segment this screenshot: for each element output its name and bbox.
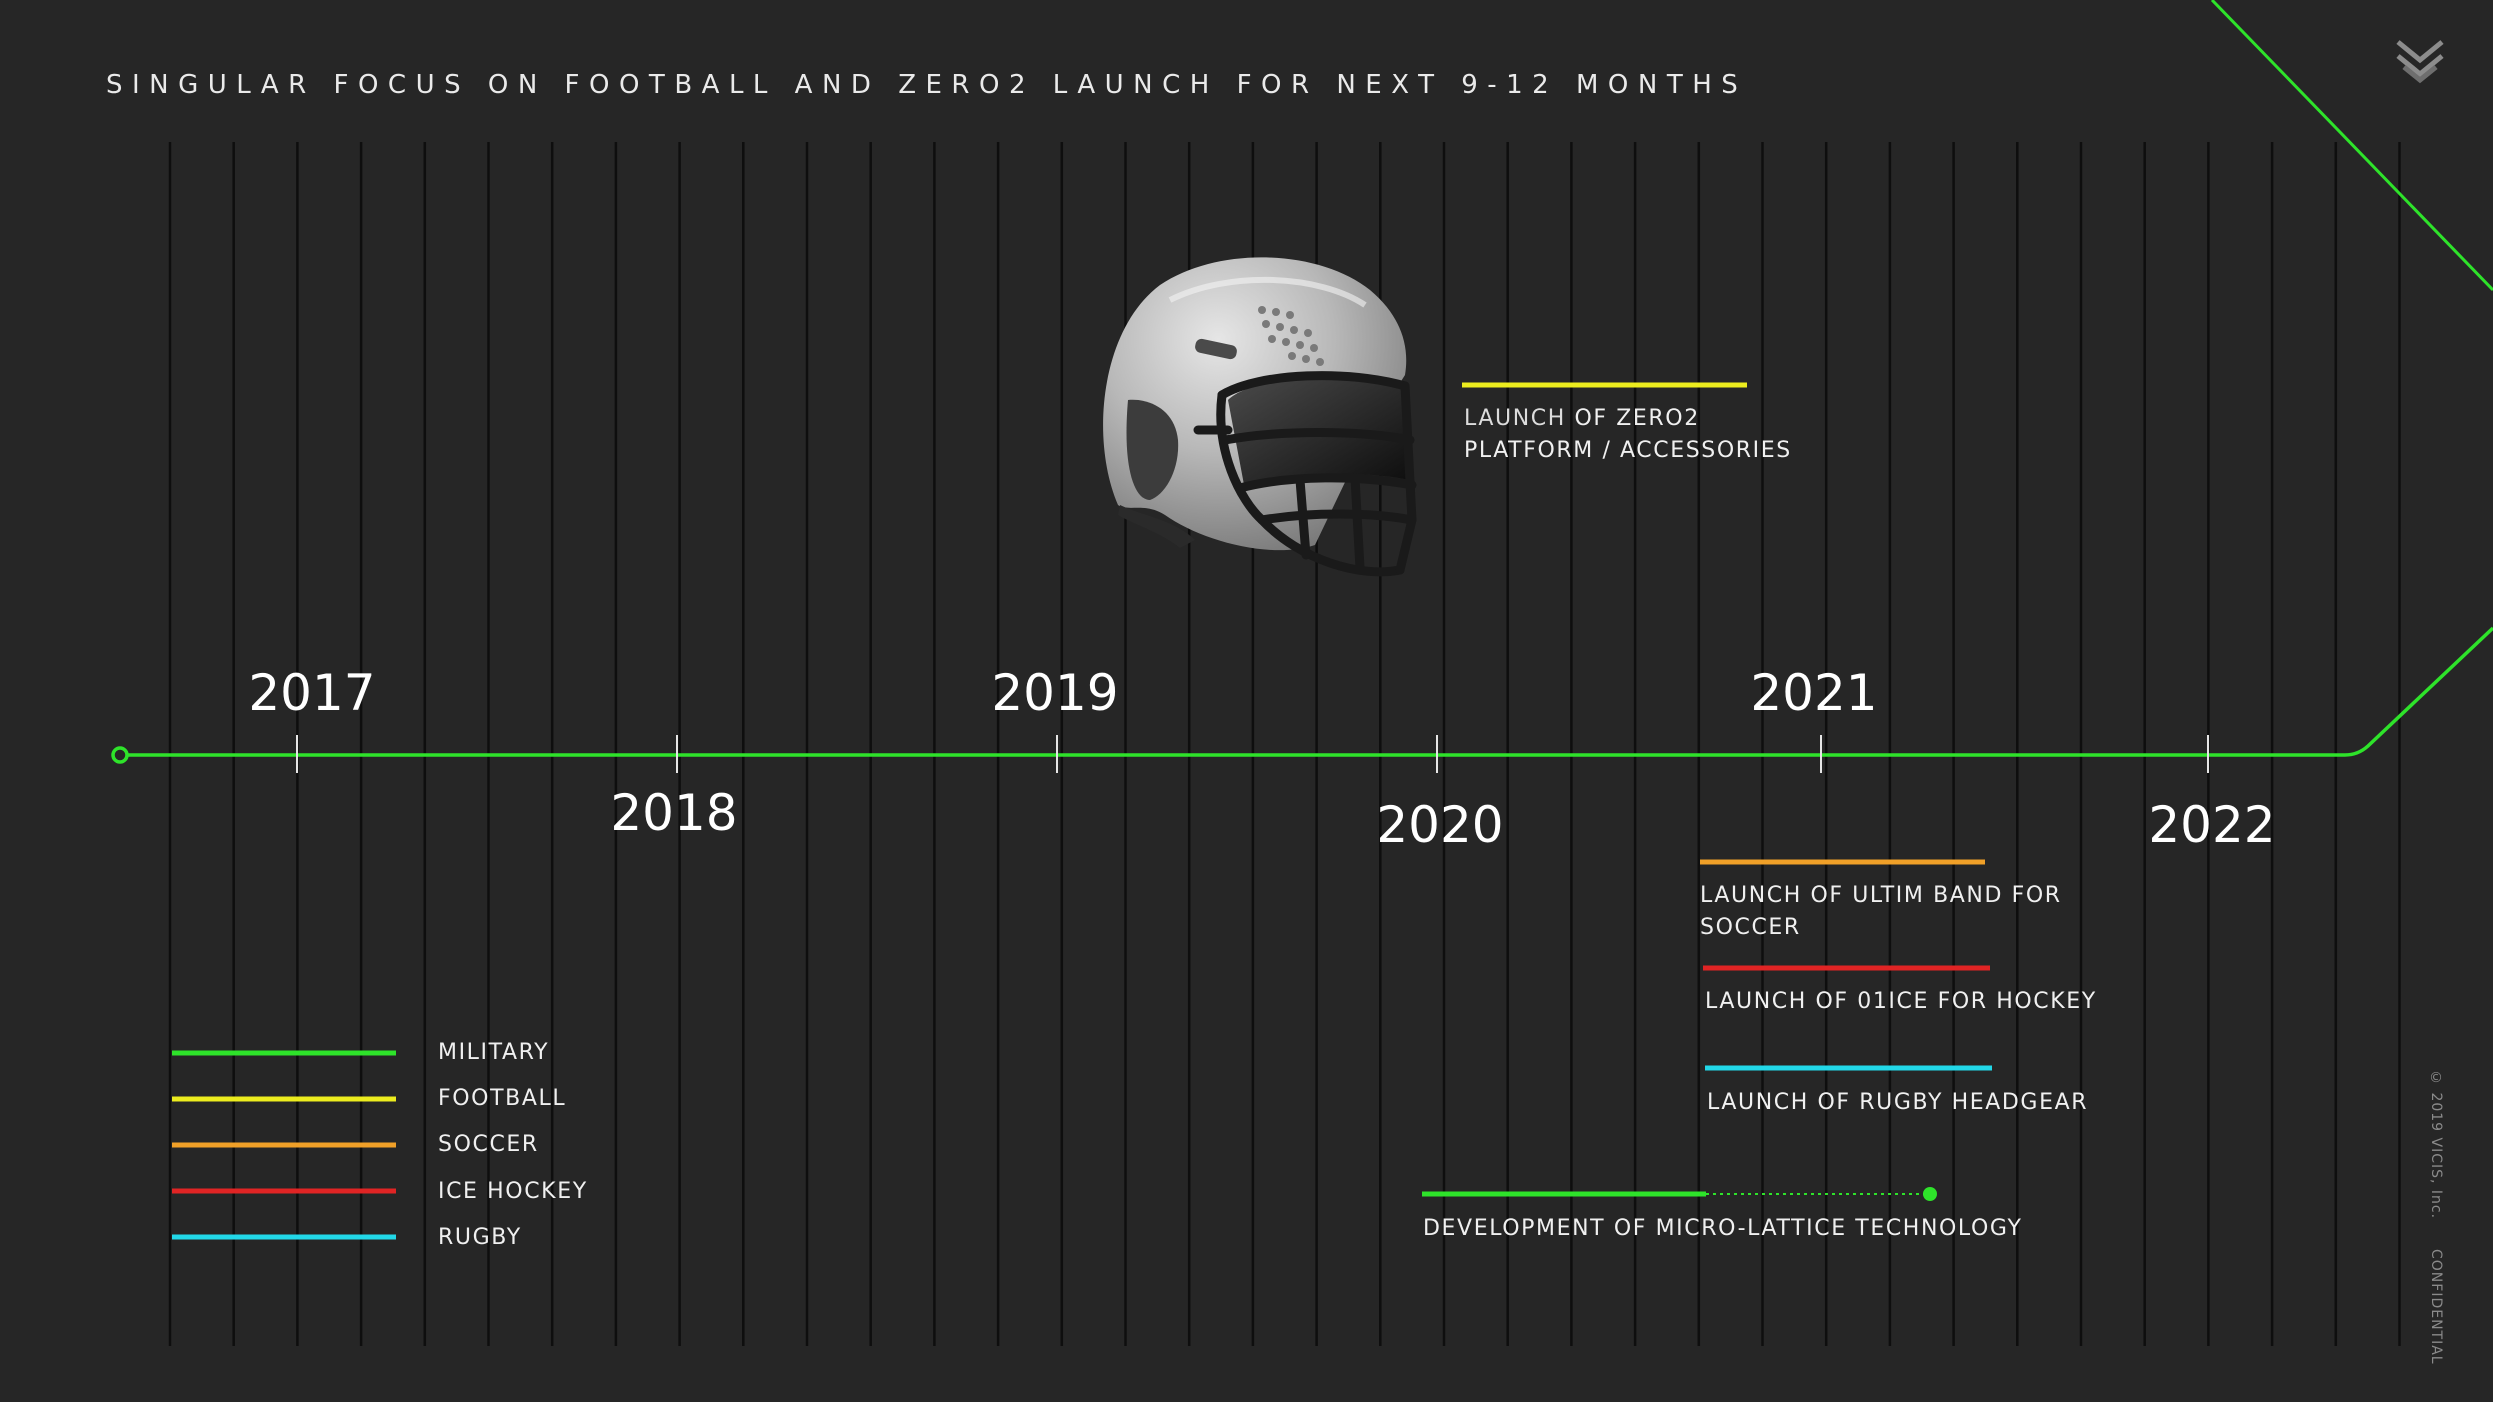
copyright-text: © 2019 VICIS, Inc. <box>2428 1070 2444 1220</box>
zero2-launch-word: LAUNCH <box>1464 406 1566 431</box>
legend-soccer: SOCCER <box>438 1132 539 1157</box>
legend-military: MILITARY <box>438 1040 550 1065</box>
year-ticks <box>296 735 2209 773</box>
timeline-start-dot <box>111 746 129 764</box>
legend-ice-hockey: ICE HOCKEY <box>438 1179 588 1204</box>
ultim-band-label: LAUNCH OF ULTIM BAND FOR SOCCER <box>1700 880 2062 944</box>
legend-rugby: RUGBY <box>438 1225 522 1250</box>
zero2-launch-rest: OF ZERO2 <box>1565 406 1700 431</box>
year-label-2020: 2020 <box>1376 796 1504 854</box>
zero2-launch-line2: PLATFORM / ACCESSORIES <box>1464 438 1792 463</box>
ultim-band-line1: LAUNCH OF ULTIM BAND FOR <box>1700 883 2062 908</box>
vertical-grid-lines <box>168 142 2401 1346</box>
year-label-2017: 2017 <box>248 664 376 722</box>
micro-lattice-label: DEVELOPMENT OF MICRO-LATTICE TECHNOLOGY <box>1423 1216 2023 1241</box>
year-label-2018: 2018 <box>610 784 738 842</box>
year-label-2021: 2021 <box>1750 664 1878 722</box>
zero2-launch-label: LAUNCH OF ZERO2 PLATFORM / ACCESSORIES <box>1464 403 1792 467</box>
o1ice-label: LAUNCH OF 01ICE FOR HOCKEY <box>1705 989 2097 1014</box>
football-helmet-icon <box>1103 257 1417 577</box>
footer: © 2019 VICIS, Inc. CONFIDENTIAL <box>2428 1070 2444 1388</box>
timeline-line <box>120 626 2493 757</box>
confidential-text: CONFIDENTIAL <box>2428 1248 2444 1365</box>
page-title: SINGULAR FOCUS ON FOOTBALL AND ZERO2 LAU… <box>106 70 1748 100</box>
vicis-chevron-logo <box>2396 40 2444 84</box>
legend-swatches <box>172 1050 396 1240</box>
legend-football: FOOTBALL <box>438 1086 567 1111</box>
rugby-headgear-label: LAUNCH OF RUGBY HEADGEAR <box>1707 1090 2089 1115</box>
corner-accent-line <box>2210 0 2493 292</box>
ultim-band-line2: SOCCER <box>1700 915 1801 940</box>
year-label-2022: 2022 <box>2148 796 2276 854</box>
year-label-2019: 2019 <box>991 664 1119 722</box>
micro-lattice-end-dot <box>1923 1187 1937 1201</box>
